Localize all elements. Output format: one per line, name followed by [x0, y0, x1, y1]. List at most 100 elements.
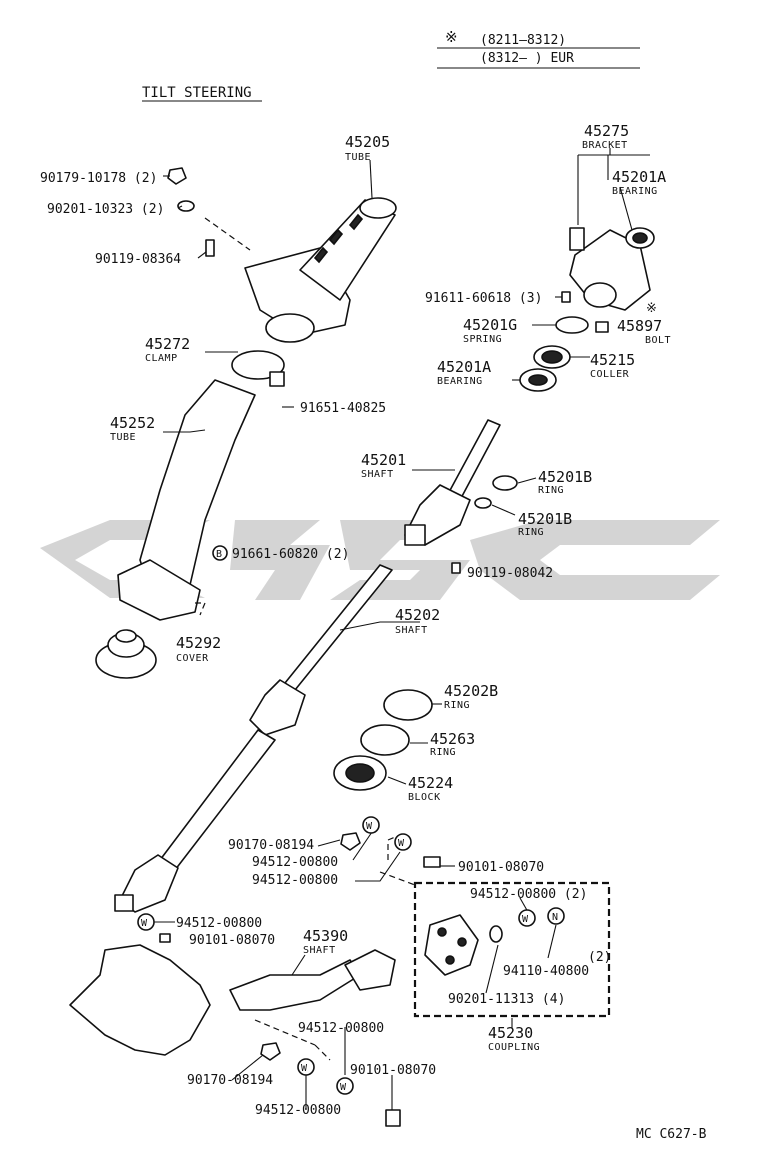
label-45275-name: BRACKET [582, 140, 628, 151]
bracket-drawing [569, 227, 655, 311]
label-45201A-top-num: 45201A [612, 168, 666, 186]
footer-code: MC C627-B [636, 1127, 707, 1142]
label-90170a: 90170-08194 [228, 838, 314, 853]
label-45230-num: 45230 [488, 1024, 533, 1042]
svg-text:W: W [398, 838, 405, 849]
label-45201-num: 45201 [361, 451, 406, 469]
ring-45263-icon [360, 724, 410, 756]
label-45263-name: RING [430, 747, 456, 758]
label-45202-num: 45202 [395, 606, 440, 624]
label-91651: 91651-40825 [300, 401, 386, 416]
label-45215-num: 45215 [590, 351, 635, 369]
label-94512a: 94512-00800 [252, 855, 338, 870]
nut-90170b-icon [260, 1042, 281, 1061]
label-94512e: 94512-00800 [298, 1021, 384, 1036]
label-45202B-name: RING [444, 700, 470, 711]
svg-text:W: W [522, 914, 529, 925]
header-symbol: ※ [445, 28, 458, 46]
label-90101b: 90101-08070 [189, 933, 275, 948]
bolt-90101c-icon [385, 1109, 401, 1127]
label-90101c: 90101-08070 [350, 1063, 436, 1078]
label-45897-num: 45897 [617, 317, 662, 335]
ring-45201b-b-icon [474, 497, 492, 509]
label-45252-num: 45252 [110, 414, 155, 432]
nut-icon [167, 167, 187, 185]
label-45201A-top-name: BEARING [612, 186, 658, 197]
marker-group: W W W W N W W B [137, 545, 565, 1095]
ring-45201b-a-icon [492, 475, 518, 491]
svg-text:W: W [301, 1063, 308, 1074]
label-94110-qty: (2) [588, 950, 611, 965]
w-marker [518, 909, 536, 927]
w-marker [362, 816, 380, 834]
gear-box-drawing [69, 944, 211, 1056]
label-45292-num: 45292 [176, 634, 221, 652]
coupling-disc-drawing [424, 914, 479, 976]
bolt-icon [205, 239, 215, 257]
label-45201B-a-num: 45201B [538, 468, 592, 486]
leader-dash-5 [254, 1019, 316, 1046]
label-91611: 91611-60618 (3) [425, 291, 542, 306]
label-45263-num: 45263 [430, 730, 475, 748]
label-45201G-name: SPRING [463, 334, 502, 345]
label-91661: 91661-60820 (2) [232, 547, 349, 562]
header-range-1: (8211–8312) [480, 33, 566, 48]
leader-lines [150, 148, 650, 1110]
label-45202B-num: 45202B [444, 682, 498, 700]
label-45224-num: 45224 [408, 774, 453, 792]
label-94512d: 94512-00800 [176, 916, 262, 931]
leader-dash-3 [387, 834, 401, 860]
svg-text:W: W [340, 1082, 347, 1093]
header-range-2: (8312– ) EUR [480, 51, 574, 66]
cover-drawing [95, 629, 157, 679]
label-45292-name: COVER [176, 653, 209, 664]
label-45390-num: 45390 [303, 927, 348, 945]
nut-90170a-icon [340, 832, 361, 851]
label-45272-num: 45272 [145, 335, 190, 353]
label-45272-name: CLAMP [145, 353, 178, 364]
ring-45202b-icon [383, 689, 433, 721]
leader-dash-2 [195, 602, 206, 616]
bolt-90101a-icon [423, 856, 441, 868]
label-90170b: 90170-08194 [187, 1073, 273, 1088]
coupling-box [413, 881, 611, 1018]
bolt-45897-icon [595, 321, 609, 333]
w-marker [137, 913, 155, 931]
label-45205-num: 45205 [345, 133, 390, 151]
label-45230-name: COUPLING [488, 1042, 540, 1053]
main-shaft-drawing [114, 564, 393, 913]
label-90119b: 90119-08042 [467, 566, 553, 581]
label-45897-name: BOLT [645, 335, 671, 346]
leader-dash-6 [314, 1044, 331, 1061]
lower-shaft-drawing [229, 949, 396, 1011]
svg-text:B: B [216, 549, 223, 560]
lower-tube-drawing [117, 379, 256, 621]
label-90201b: 90201-11313 (4) [448, 992, 565, 1007]
label-45275-num: 45275 [584, 122, 629, 140]
label-94512b: 94512-00800 [252, 873, 338, 888]
washer-90201b-icon [489, 925, 503, 943]
bolt-90101b-icon [159, 933, 171, 943]
w-marker [297, 1058, 315, 1076]
bolt-91611-icon [561, 291, 571, 303]
bolt-90119b-icon [451, 562, 461, 574]
label-45215-name: COLLER [590, 369, 630, 380]
w-marker [394, 833, 412, 851]
label-90101a: 90101-08070 [458, 860, 544, 875]
label-45201G-num: 45201G [463, 316, 517, 334]
label-45201B-b-num: 45201B [518, 510, 572, 528]
label-45201B-b-name: RING [518, 527, 544, 538]
n-marker [547, 907, 565, 925]
label-45201A-bot-num: 45201A [437, 358, 491, 376]
upper-tube-drawing [244, 197, 397, 343]
svg-text:N: N [552, 912, 559, 923]
leader-dash-4 [379, 871, 416, 886]
svg-text:W: W [366, 821, 373, 832]
label-45201B-a-name: RING [538, 485, 564, 496]
svg-text:W: W [141, 918, 148, 929]
label-45252-name: TUBE [110, 432, 136, 443]
label-45205-name: TUBE [345, 152, 371, 163]
label-45390-name: SHAFT [303, 945, 336, 956]
label-94512c: 94512-00800 (2) [470, 887, 587, 902]
diagram-title: TILT STEERING [142, 85, 252, 101]
